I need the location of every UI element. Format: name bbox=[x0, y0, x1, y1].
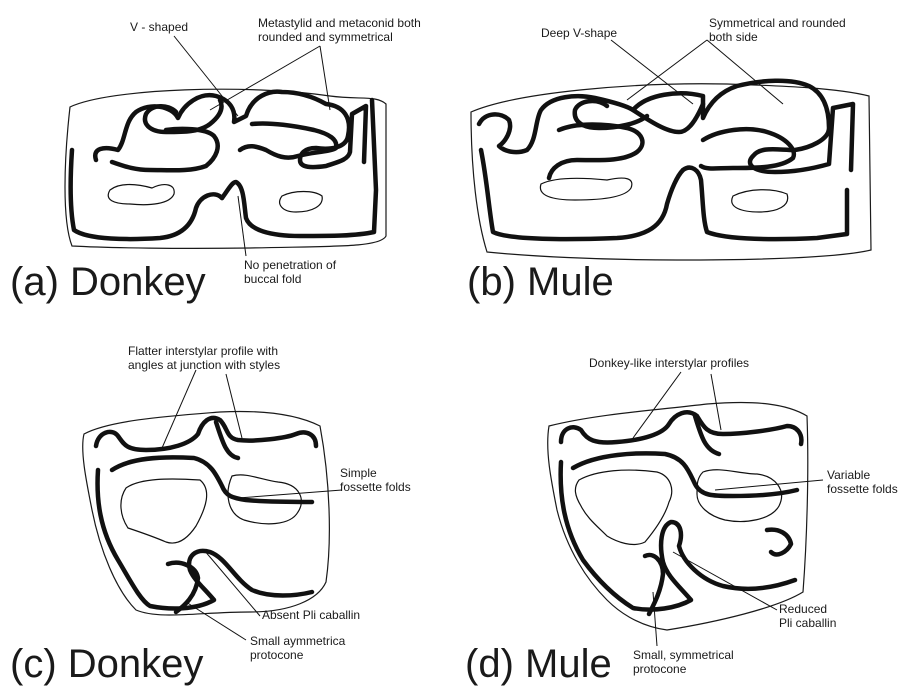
panel-a-right-fossette bbox=[280, 192, 323, 213]
panel-a-donkey: V - shaped Metastylid and metaconid both… bbox=[0, 0, 457, 310]
panel-a-buccal-left bbox=[71, 150, 222, 239]
panel-c-caption: (c) Donkey bbox=[10, 644, 203, 684]
panel-c-left-fossette bbox=[121, 479, 207, 543]
panel-b-left-fossette bbox=[540, 178, 631, 200]
panel-c-donkey: Flatter interstylar profile with angles … bbox=[0, 330, 457, 691]
panel-a-leader-v bbox=[174, 36, 238, 116]
panel-b-caption: (b) Mule bbox=[467, 262, 614, 302]
panel-b-leader-sym-1 bbox=[627, 40, 707, 100]
panel-b-right-fossette bbox=[732, 190, 788, 212]
panel-a-label-metastylid: Metastylid and metaconid both rounded an… bbox=[258, 16, 421, 44]
panel-a-lingual-enamel bbox=[95, 92, 366, 167]
panel-a-caption: (a) Donkey bbox=[10, 262, 206, 302]
panel-b-mule: Deep V-shape Symmetrical and rounded bot… bbox=[457, 0, 914, 310]
panel-c-leader-fossette bbox=[238, 490, 342, 498]
panel-c-protocone bbox=[168, 563, 198, 612]
panel-d-leader-fossette bbox=[715, 480, 823, 490]
panel-c-label-fossette: Simple fossette folds bbox=[340, 466, 411, 494]
panel-d-caption: (d) Mule bbox=[465, 644, 612, 684]
panel-d-pli bbox=[767, 530, 791, 555]
panel-d-tooth-drawing bbox=[457, 330, 914, 691]
panel-d-label-fossette: Variable fossette folds bbox=[827, 468, 898, 496]
panel-d-label-protocone: Small, symmetrical protocone bbox=[633, 648, 734, 676]
panel-d-leader-inter-1 bbox=[633, 372, 681, 438]
panel-c-leader-pli bbox=[204, 550, 260, 616]
panel-c-interstylar bbox=[96, 418, 316, 450]
panel-d-mule: Donkey-like interstylar profiles Variabl… bbox=[457, 330, 914, 691]
panel-c-leader-inter-1 bbox=[162, 370, 196, 448]
panel-b-buccal-left bbox=[481, 150, 683, 239]
panel-a-left-loop bbox=[112, 129, 218, 170]
panel-d-left-fossette bbox=[575, 470, 671, 544]
panel-b-lingual-enamel bbox=[479, 81, 853, 172]
panel-b-tooth-outline bbox=[471, 84, 871, 260]
panel-b-buccal-fold bbox=[683, 168, 847, 240]
panel-d-leader-inter-2 bbox=[711, 374, 721, 430]
panel-b-leader-deep-v bbox=[611, 40, 693, 104]
panel-b-label-deep-v: Deep V-shape bbox=[541, 26, 617, 40]
panel-a-label-v-shaped: V - shaped bbox=[130, 20, 188, 34]
panel-a-label-buccal: No penetration of buccal fold bbox=[244, 258, 336, 286]
panel-c-tooth-drawing bbox=[0, 330, 457, 691]
panel-d-label-pli: Reduced Pli caballin bbox=[779, 602, 836, 630]
panel-c-leader-protocone bbox=[186, 602, 246, 640]
panel-c-label-protocone: Small aymmetrica protocone bbox=[250, 634, 345, 662]
panel-a-tooth-outline bbox=[65, 89, 386, 248]
panel-c-label-interstylar: Flatter interstylar profile with angles … bbox=[128, 344, 280, 372]
panel-b-label-symmetrical: Symmetrical and rounded both side bbox=[709, 16, 846, 44]
panel-b-left-loop bbox=[549, 125, 642, 179]
panel-c-buccal bbox=[98, 470, 312, 608]
panel-c-leader-inter-2 bbox=[226, 374, 242, 438]
panel-c-label-pli: Absent Pli caballin bbox=[262, 608, 360, 622]
panel-d-label-interstylar: Donkey-like interstylar profiles bbox=[589, 356, 749, 370]
panel-a-left-fossette bbox=[108, 185, 174, 205]
panel-c-inner-loop bbox=[112, 457, 312, 502]
panel-a-leader-meta-1 bbox=[210, 46, 320, 110]
panel-a-right-loop bbox=[240, 123, 336, 157]
